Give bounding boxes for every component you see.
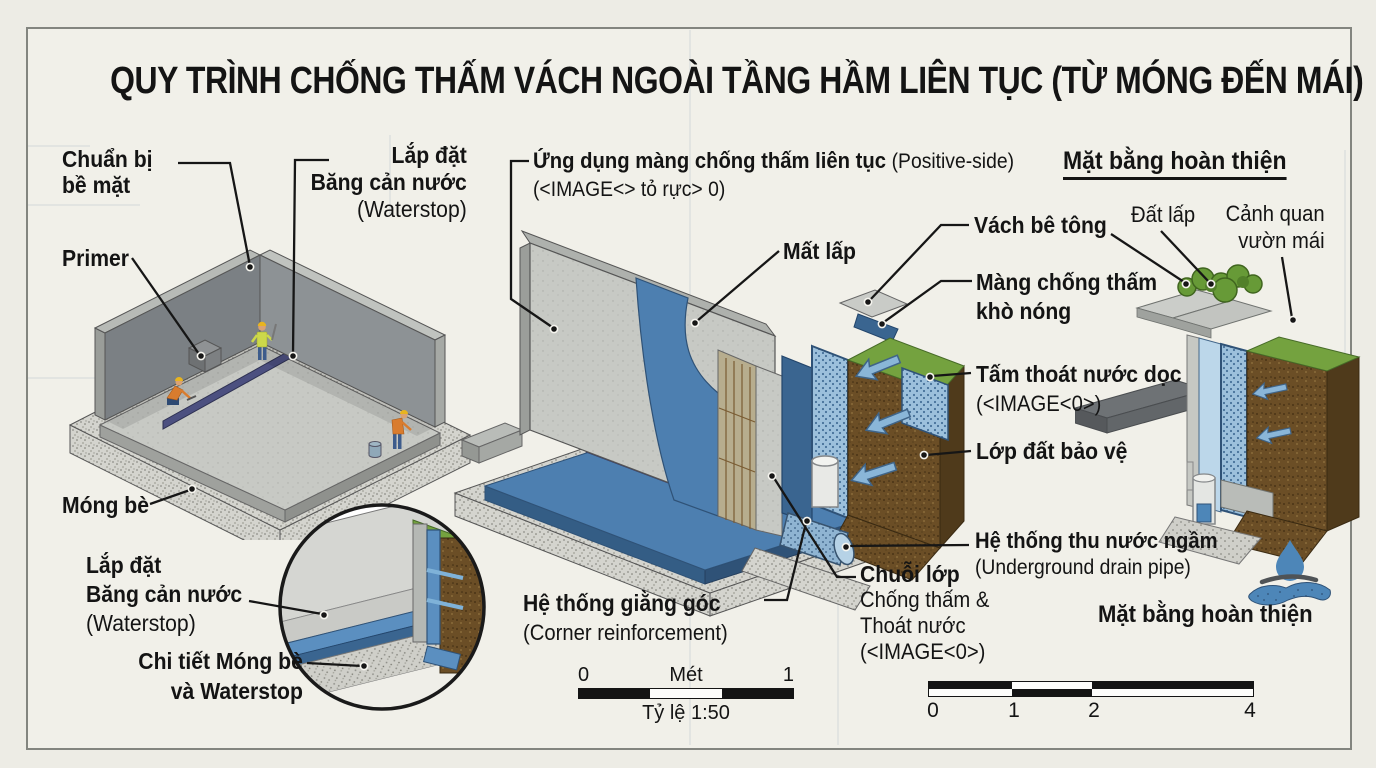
label-raft-foundation: Móng bè [62, 492, 149, 518]
label-underdrain: Hệ thống thu nước ngầm (Underground drai… [975, 528, 1218, 579]
sump-cylinder [811, 455, 839, 508]
detail-inset-circle [278, 503, 486, 711]
label-primer: Primer [62, 245, 130, 271]
gravel-bed [1158, 516, 1262, 565]
scale1-ratio: Tỷ lệ 1:50 [642, 702, 730, 724]
label-surface-prep: Chuẩn bị bề mặt [62, 146, 153, 198]
scale1-one: 1 [782, 664, 794, 686]
water-pressure-arrows [850, 354, 912, 487]
finished-section-illustration [1075, 264, 1361, 565]
scale2-1: 1 [1008, 699, 1020, 722]
label-torch-membrane: Màng chống thấm khò nóng [976, 269, 1158, 324]
worker-kneeling [166, 377, 197, 405]
roof-slab [1075, 379, 1209, 434]
scale-bar-1: 0 Mét 1 Tỷ lệ 1:50 [578, 664, 794, 725]
water-drop-in-hand-icon [1248, 540, 1331, 606]
label-waterstop-install-top: Lắp đặt Băng cản nước (Waterstop) [310, 142, 467, 222]
label-finished-plan-top: Mặt bằng hoàn thiện [1063, 148, 1287, 180]
label-corner-reinforcement: Hệ thống giằng góc (Corner reinforcement… [523, 590, 728, 645]
label-fill-soil: Đất lấp [1131, 202, 1196, 227]
membrane-wrap [781, 355, 813, 524]
scale1-zero: 0 [578, 664, 590, 686]
scale1-bar [578, 688, 794, 699]
sump-pump [1186, 461, 1216, 525]
scale2-2: 2 [1088, 699, 1100, 722]
scale2-4: 4 [1244, 699, 1256, 722]
membrane-top-flap [853, 313, 899, 343]
scale-bar-2: 0 1 2 4 [927, 681, 1256, 723]
worker-standing [250, 321, 277, 360]
label-backfill: Mất lấp [783, 238, 856, 264]
label-detail-callout: Chi tiết Móng bè và Waterstop [138, 648, 303, 704]
page-title: QUY TRÌNH CHỐNG THẤM VÁCH NGOÀI TẦNG HẦM… [110, 60, 1364, 102]
edge-curb [460, 422, 524, 464]
scale2-bar [928, 681, 1254, 697]
label-waterstop-install-bottom: Lắp đặt Băng cản nước (Waterstop) [86, 552, 243, 636]
label-membrane-application: Ứng dụng màng chống thấm liên tục (Posit… [533, 148, 1015, 201]
scale1-unit: Mét [669, 664, 703, 686]
label-roof-garden: Cảnh quan vườn mái [1225, 201, 1325, 253]
roof-pavers [1135, 289, 1273, 339]
membrane-on-wall [635, 277, 719, 517]
scale2-0: 0 [927, 699, 939, 722]
label-drain-board: Tấm thoát nước dọc (<IMAGE<0>) [976, 361, 1182, 416]
label-layer-stack: Chuỗi lớp Chống thấm & Thoát nước (<IMAG… [860, 561, 990, 664]
label-protective-soil: Lớp đất bảo vệ [976, 438, 1128, 464]
soil-block [1245, 336, 1361, 532]
stage2-illustration [453, 229, 965, 617]
label-finished-plan-bottom: Mặt bằng hoàn thiện [1098, 601, 1313, 628]
stage1-illustration [68, 249, 472, 540]
label-concrete-wall: Vách bê tông [974, 212, 1107, 238]
rebar-cut-zone [717, 349, 757, 531]
parapet-curb [838, 289, 909, 318]
worker-bucket [368, 410, 412, 458]
water-arrows [1251, 381, 1292, 445]
corner-concrete [755, 365, 783, 537]
